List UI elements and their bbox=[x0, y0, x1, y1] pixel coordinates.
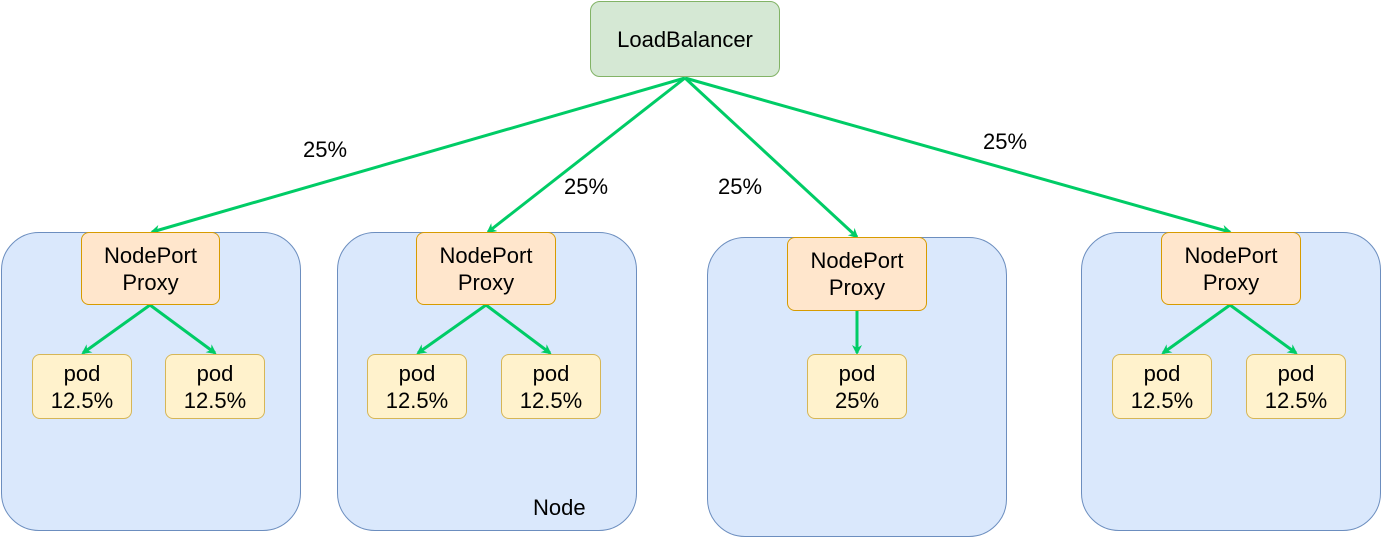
edge-label-1: 25% bbox=[303, 137, 348, 162]
nodeport-proxy-3: NodePort Proxy bbox=[787, 237, 927, 311]
proxy-1-line1: NodePort bbox=[104, 242, 197, 268]
pod-3-1-line1: pod bbox=[838, 360, 876, 386]
proxy-2-line1: NodePort bbox=[439, 242, 533, 268]
nodeport-proxy-2: NodePort Proxy bbox=[416, 232, 556, 305]
pod-2-2-line2: 12.5% bbox=[519, 387, 583, 413]
pod-2-1-line2: 12.5% bbox=[385, 387, 449, 413]
edge-label-3: 25% bbox=[718, 174, 763, 199]
edge-proxy-2-to-pod-2 bbox=[485, 303, 552, 355]
proxy-1-line2: Proxy bbox=[122, 269, 179, 295]
edge-proxy-4-to-pod-2 bbox=[1229, 303, 1298, 355]
proxy-4-line1: NodePort bbox=[1184, 242, 1278, 268]
proxy-4-line2: Proxy bbox=[1202, 269, 1260, 295]
edge-proxy-1-to-pod-1 bbox=[81, 303, 151, 355]
pod-2-1: pod 12.5% bbox=[367, 354, 467, 419]
nodeport-proxy-1: NodePort Proxy bbox=[81, 232, 220, 305]
node-label: Node bbox=[533, 495, 586, 520]
pod-3-1-line2: 25% bbox=[834, 387, 880, 413]
pod-2-2-line1: pod bbox=[532, 360, 570, 386]
proxy-3-line2: Proxy bbox=[828, 275, 886, 300]
pod-1-2-line2: 12.5% bbox=[183, 387, 247, 413]
proxy-2-line2: Proxy bbox=[457, 269, 515, 295]
pod-3-1: pod 25% bbox=[807, 354, 907, 419]
pod-1-1-line1: pod bbox=[63, 360, 101, 386]
edge-proxy-2-to-pod-1 bbox=[416, 303, 487, 355]
pod-4-2: pod 12.5% bbox=[1246, 354, 1346, 419]
edge-proxy-4-to-pod-1 bbox=[1161, 303, 1231, 355]
edge-label-2: 25% bbox=[564, 174, 609, 199]
edge-lb-to-proxy-4 bbox=[684, 76, 1232, 235]
edge-label-4: 25% bbox=[983, 129, 1028, 154]
pod-1-1: pod 12.5% bbox=[32, 354, 132, 419]
pod-4-1: pod 12.5% bbox=[1112, 354, 1212, 419]
load-balancer: LoadBalancer bbox=[590, 1, 780, 77]
pod-4-1-line1: pod bbox=[1143, 360, 1181, 386]
pod-1-1-line2: 12.5% bbox=[50, 387, 114, 413]
load-balancer-label: LoadBalancer bbox=[617, 26, 753, 52]
proxy-3-line1: NodePort bbox=[810, 248, 904, 273]
pod-2-2: pod 12.5% bbox=[501, 354, 601, 419]
pod-1-2-line1: pod bbox=[196, 360, 234, 386]
pod-2-1-line1: pod bbox=[398, 360, 436, 386]
edge-proxy-1-to-pod-2 bbox=[149, 303, 217, 355]
nodeport-proxy-4: NodePort Proxy bbox=[1161, 232, 1301, 305]
pod-4-1-line2: 12.5% bbox=[1130, 387, 1194, 413]
pod-1-2: pod 12.5% bbox=[165, 354, 265, 419]
edge-lb-to-proxy-1 bbox=[150, 76, 686, 235]
pod-4-2-line2: 12.5% bbox=[1264, 387, 1328, 413]
edge-lb-to-proxy-2 bbox=[486, 76, 686, 234]
pod-4-2-line1: pod bbox=[1277, 360, 1315, 386]
edge-lb-to-proxy-3 bbox=[683, 76, 859, 239]
